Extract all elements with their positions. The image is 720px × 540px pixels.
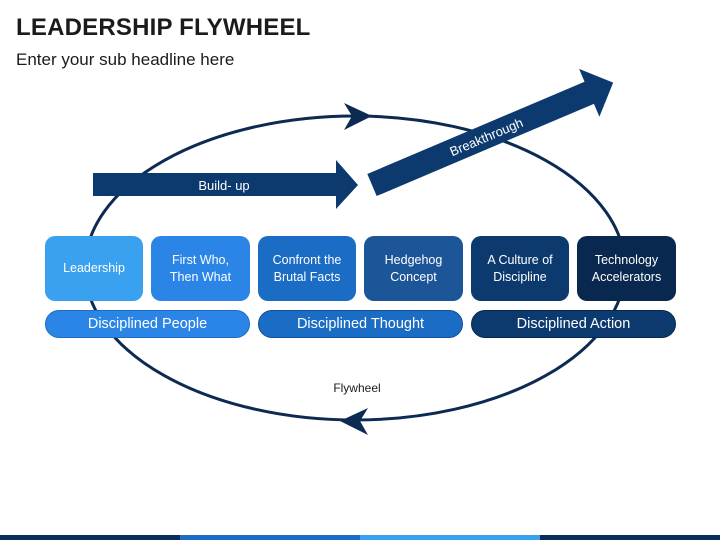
ring-bottom-chevron-icon [340, 408, 368, 435]
bottom-accent-bar [0, 535, 720, 540]
page-title: LEADERSHIP FLYWHEEL [16, 14, 311, 41]
group-disciplined-action: Disciplined Action [471, 310, 676, 338]
card-brutal-facts: Confront the Brutal Facts [258, 236, 356, 301]
bottom-bar-segment [540, 535, 720, 540]
card-leadership: Leadership [45, 236, 143, 301]
group-disciplined-thought: Disciplined Thought [258, 310, 463, 338]
card-technology: Technology Accelerators [577, 236, 676, 301]
group-disciplined-people: Disciplined People [45, 310, 250, 338]
flywheel-label: Flywheel [333, 381, 381, 395]
bottom-bar-segment [360, 535, 540, 540]
bottom-bar-segment [180, 535, 360, 540]
buildup-arrow: Build- up [93, 160, 358, 209]
card-first-who: First Who, Then What [151, 236, 250, 301]
card-culture-discipline: A Culture of Discipline [471, 236, 569, 301]
ring-top-chevron-icon [344, 103, 372, 130]
page-subtitle: Enter your sub headline here [16, 50, 235, 69]
card-hedgehog: Hedgehog Concept [364, 236, 463, 301]
bottom-bar-segment [0, 535, 180, 540]
buildup-label: Build- up [198, 178, 249, 193]
